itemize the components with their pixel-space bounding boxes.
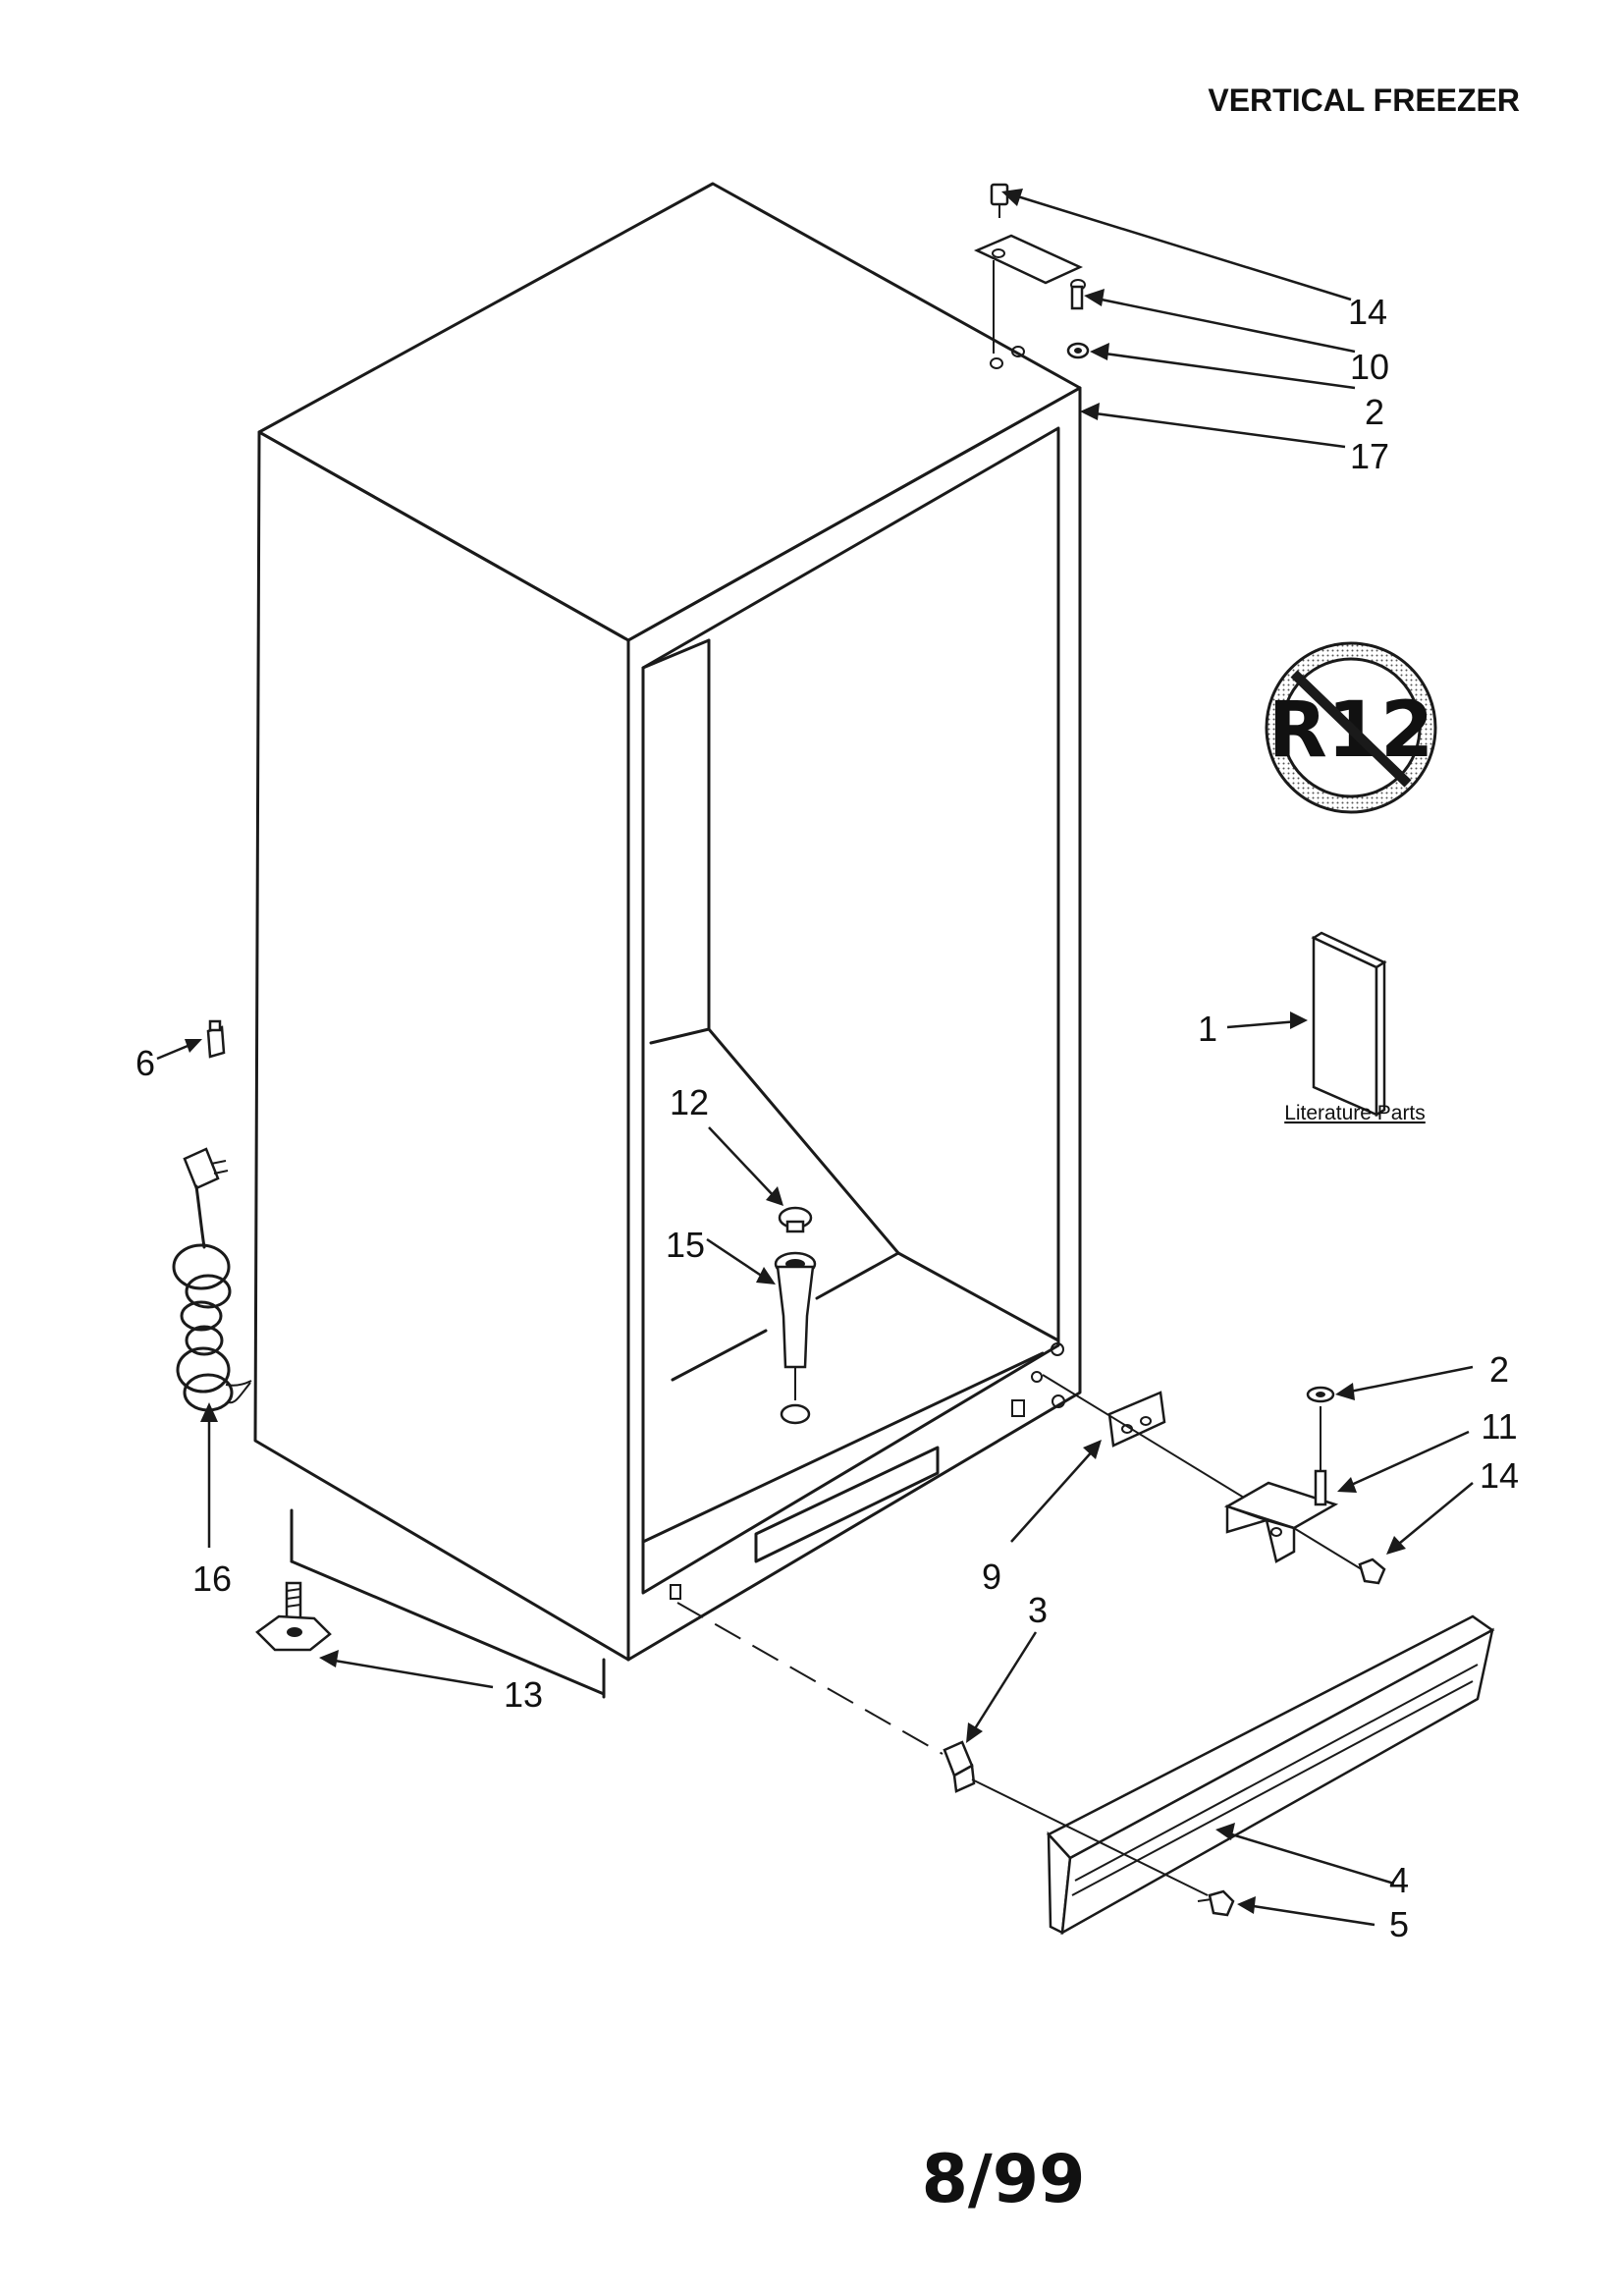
literature-parts-booklet: Literature Parts xyxy=(1284,931,1426,1124)
callout-3: 3 xyxy=(1028,1590,1048,1630)
callout-5: 5 xyxy=(1389,1904,1409,1944)
clip-alignment-line xyxy=(676,1602,944,1755)
grille-screw xyxy=(1197,1889,1235,1917)
bottom-hinge-assembly xyxy=(1042,1374,1386,1585)
callout-11: 11 xyxy=(1481,1406,1517,1447)
callout-15: 15 xyxy=(666,1225,705,1265)
callout-1: 1 xyxy=(1198,1009,1217,1049)
power-cord xyxy=(172,1147,252,1412)
callout-12: 12 xyxy=(670,1082,709,1122)
toe-grille xyxy=(1046,1614,1495,1936)
callout-4: 4 xyxy=(1389,1860,1409,1900)
callout-2-bottom: 2 xyxy=(1489,1349,1509,1390)
callout-16: 16 xyxy=(192,1558,232,1599)
callout-6: 6 xyxy=(135,1043,155,1083)
callout-14-top: 14 xyxy=(1348,292,1387,332)
callout-14-bottom: 14 xyxy=(1480,1455,1519,1496)
literature-parts-label: Literature Parts xyxy=(1284,1102,1426,1124)
date-code: 8/99 xyxy=(922,2141,1086,2218)
top-hinge-assembly xyxy=(973,183,1090,359)
callout-17: 17 xyxy=(1350,436,1389,476)
page-title: VERTICAL FREEZER xyxy=(1208,82,1520,118)
grille-clip xyxy=(943,1740,976,1793)
leveling-foot xyxy=(255,1581,332,1652)
callout-10: 10 xyxy=(1350,347,1389,387)
callout-2-top: 2 xyxy=(1365,392,1384,432)
screw-alignment-line xyxy=(971,1778,1209,1896)
callout-numbers: 14 10 2 17 1 6 12 15 16 13 9 2 11 14 3 4… xyxy=(135,292,1519,1944)
part-6-clip xyxy=(206,1019,226,1059)
leader-lines xyxy=(156,189,1474,1927)
drain-assembly xyxy=(774,1206,817,1425)
callout-13: 13 xyxy=(504,1674,543,1715)
no-r12-badge: R12 xyxy=(1265,641,1437,814)
freezer-cabinet xyxy=(228,182,1082,1699)
callout-9: 9 xyxy=(982,1557,1001,1597)
